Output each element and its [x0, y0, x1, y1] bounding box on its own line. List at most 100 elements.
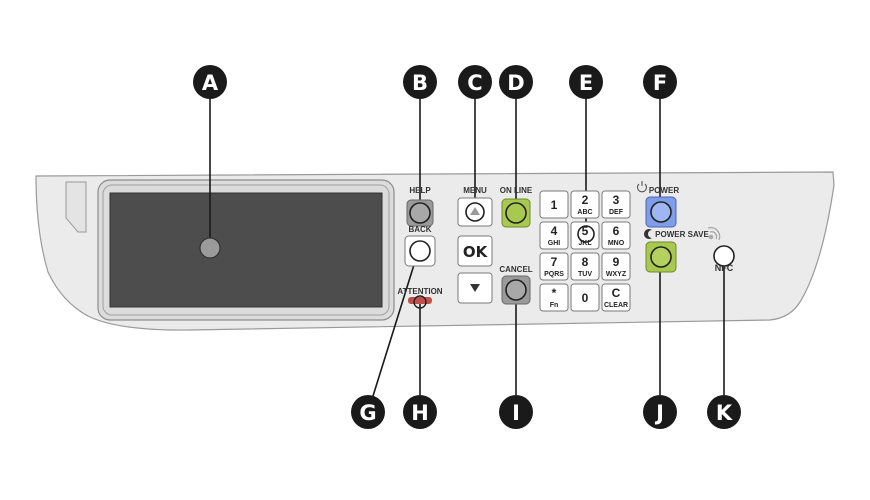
ok-button[interactable] — [457, 235, 493, 267]
keypad-key-letters: DEF — [609, 209, 624, 216]
lcd-center-dot — [199, 237, 221, 259]
keypad-key-number: 6 — [613, 224, 620, 238]
lcd-bezel-inner — [102, 184, 390, 316]
down-arrow-icon — [470, 284, 480, 292]
keypad-key-face — [539, 221, 569, 250]
keypad-target-ring — [577, 225, 595, 243]
keypad-key[interactable]: 0 — [570, 283, 600, 312]
callout-k-letter: K — [716, 401, 733, 425]
nfc-icon — [707, 226, 721, 241]
cancel-label: CANCEL — [499, 265, 532, 274]
online-button[interactable] — [505, 202, 527, 224]
keypad-key[interactable]: C CLEAR — [601, 283, 631, 312]
callout-b-letter: B — [412, 71, 428, 95]
keypad-key[interactable]: 1 — [539, 190, 569, 219]
keypad-key-number: 1 — [551, 198, 558, 212]
power-label: POWER — [649, 186, 679, 195]
keypad-key-number: 9 — [613, 255, 620, 269]
callout-a: A — [193, 65, 227, 99]
keypad-key-face — [570, 190, 600, 219]
callout-b: B — [403, 65, 437, 99]
callout-g: G — [351, 395, 385, 429]
attention-led — [408, 297, 432, 304]
callout-h-letter: H — [411, 401, 429, 425]
menu-label: MENU — [463, 186, 487, 195]
keypad-key-letters: TUV — [578, 271, 592, 278]
keypad-key-face — [539, 283, 569, 312]
back-button[interactable] — [409, 240, 431, 262]
keypad-key-letters: ABC — [577, 209, 592, 216]
keypad-key-letters: PQRS — [544, 271, 564, 278]
nfc-reader[interactable] — [713, 245, 735, 267]
back-label: BACK — [408, 225, 431, 234]
nfc-label: NFC — [715, 263, 734, 273]
callout-h: H — [403, 395, 437, 429]
callout-k: K — [707, 395, 741, 429]
leader-g — [367, 251, 419, 413]
moon-icon — [644, 229, 652, 240]
keypad-key-number: 0 — [582, 291, 589, 305]
callout-c-letter: C — [467, 71, 482, 95]
power-save-label: POWER SAVE — [655, 230, 709, 239]
keypad-key-number: 2 — [582, 193, 589, 207]
callout-d: D — [499, 65, 533, 99]
keypad-key-letters: GHI — [548, 240, 561, 247]
callout-i: I — [499, 395, 533, 429]
cancel-button[interactable] — [505, 279, 527, 301]
keypad-key-number: * — [552, 286, 557, 300]
up-arrow-icon — [470, 207, 480, 215]
keypad-key-letters: JKL — [578, 240, 592, 247]
power-button[interactable] — [650, 201, 672, 223]
callout-f-letter: F — [653, 71, 667, 95]
help-button[interactable] — [409, 202, 431, 224]
keypad-key-letters: CLEAR — [604, 302, 628, 309]
callout-d-letter: D — [507, 71, 524, 95]
panel-notch — [65, 181, 87, 233]
power-icon — [636, 181, 648, 193]
callout-c: C — [458, 65, 492, 99]
keypad-key-face — [539, 252, 569, 281]
lcd-screen[interactable] — [109, 192, 383, 308]
keypad-key-face — [601, 252, 631, 281]
online-label: ON LINE — [500, 186, 533, 195]
attention-label: ATTENTION — [397, 287, 442, 296]
callout-j: J — [643, 395, 677, 429]
keypad-key-face — [601, 221, 631, 250]
callout-f: F — [643, 65, 677, 99]
attention-indicator — [413, 295, 427, 309]
ok-label: OK — [463, 243, 489, 261]
callout-e: E — [569, 65, 603, 99]
help-label: HELP — [409, 186, 431, 195]
callout-a-letter: A — [202, 71, 219, 95]
keypad-key-letters: Fn — [550, 302, 559, 309]
keypad-key-number: C — [612, 286, 621, 300]
keypad-key-number: 3 — [613, 193, 620, 207]
keypad-key-face — [570, 283, 600, 312]
keypad-key-letters: MNO — [608, 240, 625, 247]
callout-i-letter: I — [512, 401, 520, 425]
keypad-key-number: 8 — [582, 255, 589, 269]
callout-j-letter: J — [654, 401, 664, 425]
keypad-key-face — [601, 283, 631, 312]
keypad-key-face — [539, 190, 569, 219]
keypad-key-number: 5 — [582, 224, 589, 238]
keypad-key[interactable]: * Fn — [539, 283, 569, 312]
keypad-key-number: 7 — [551, 255, 558, 269]
callout-g-letter: G — [359, 401, 376, 425]
keypad-key-face — [570, 252, 600, 281]
keypad-key-face — [601, 190, 631, 219]
power-save-button[interactable] — [650, 246, 672, 268]
callout-e-letter: E — [579, 71, 593, 95]
leader-lines — [209, 82, 725, 413]
keypad-key-number: 4 — [551, 224, 558, 238]
keypad-key-letters: WXYZ — [606, 271, 627, 278]
